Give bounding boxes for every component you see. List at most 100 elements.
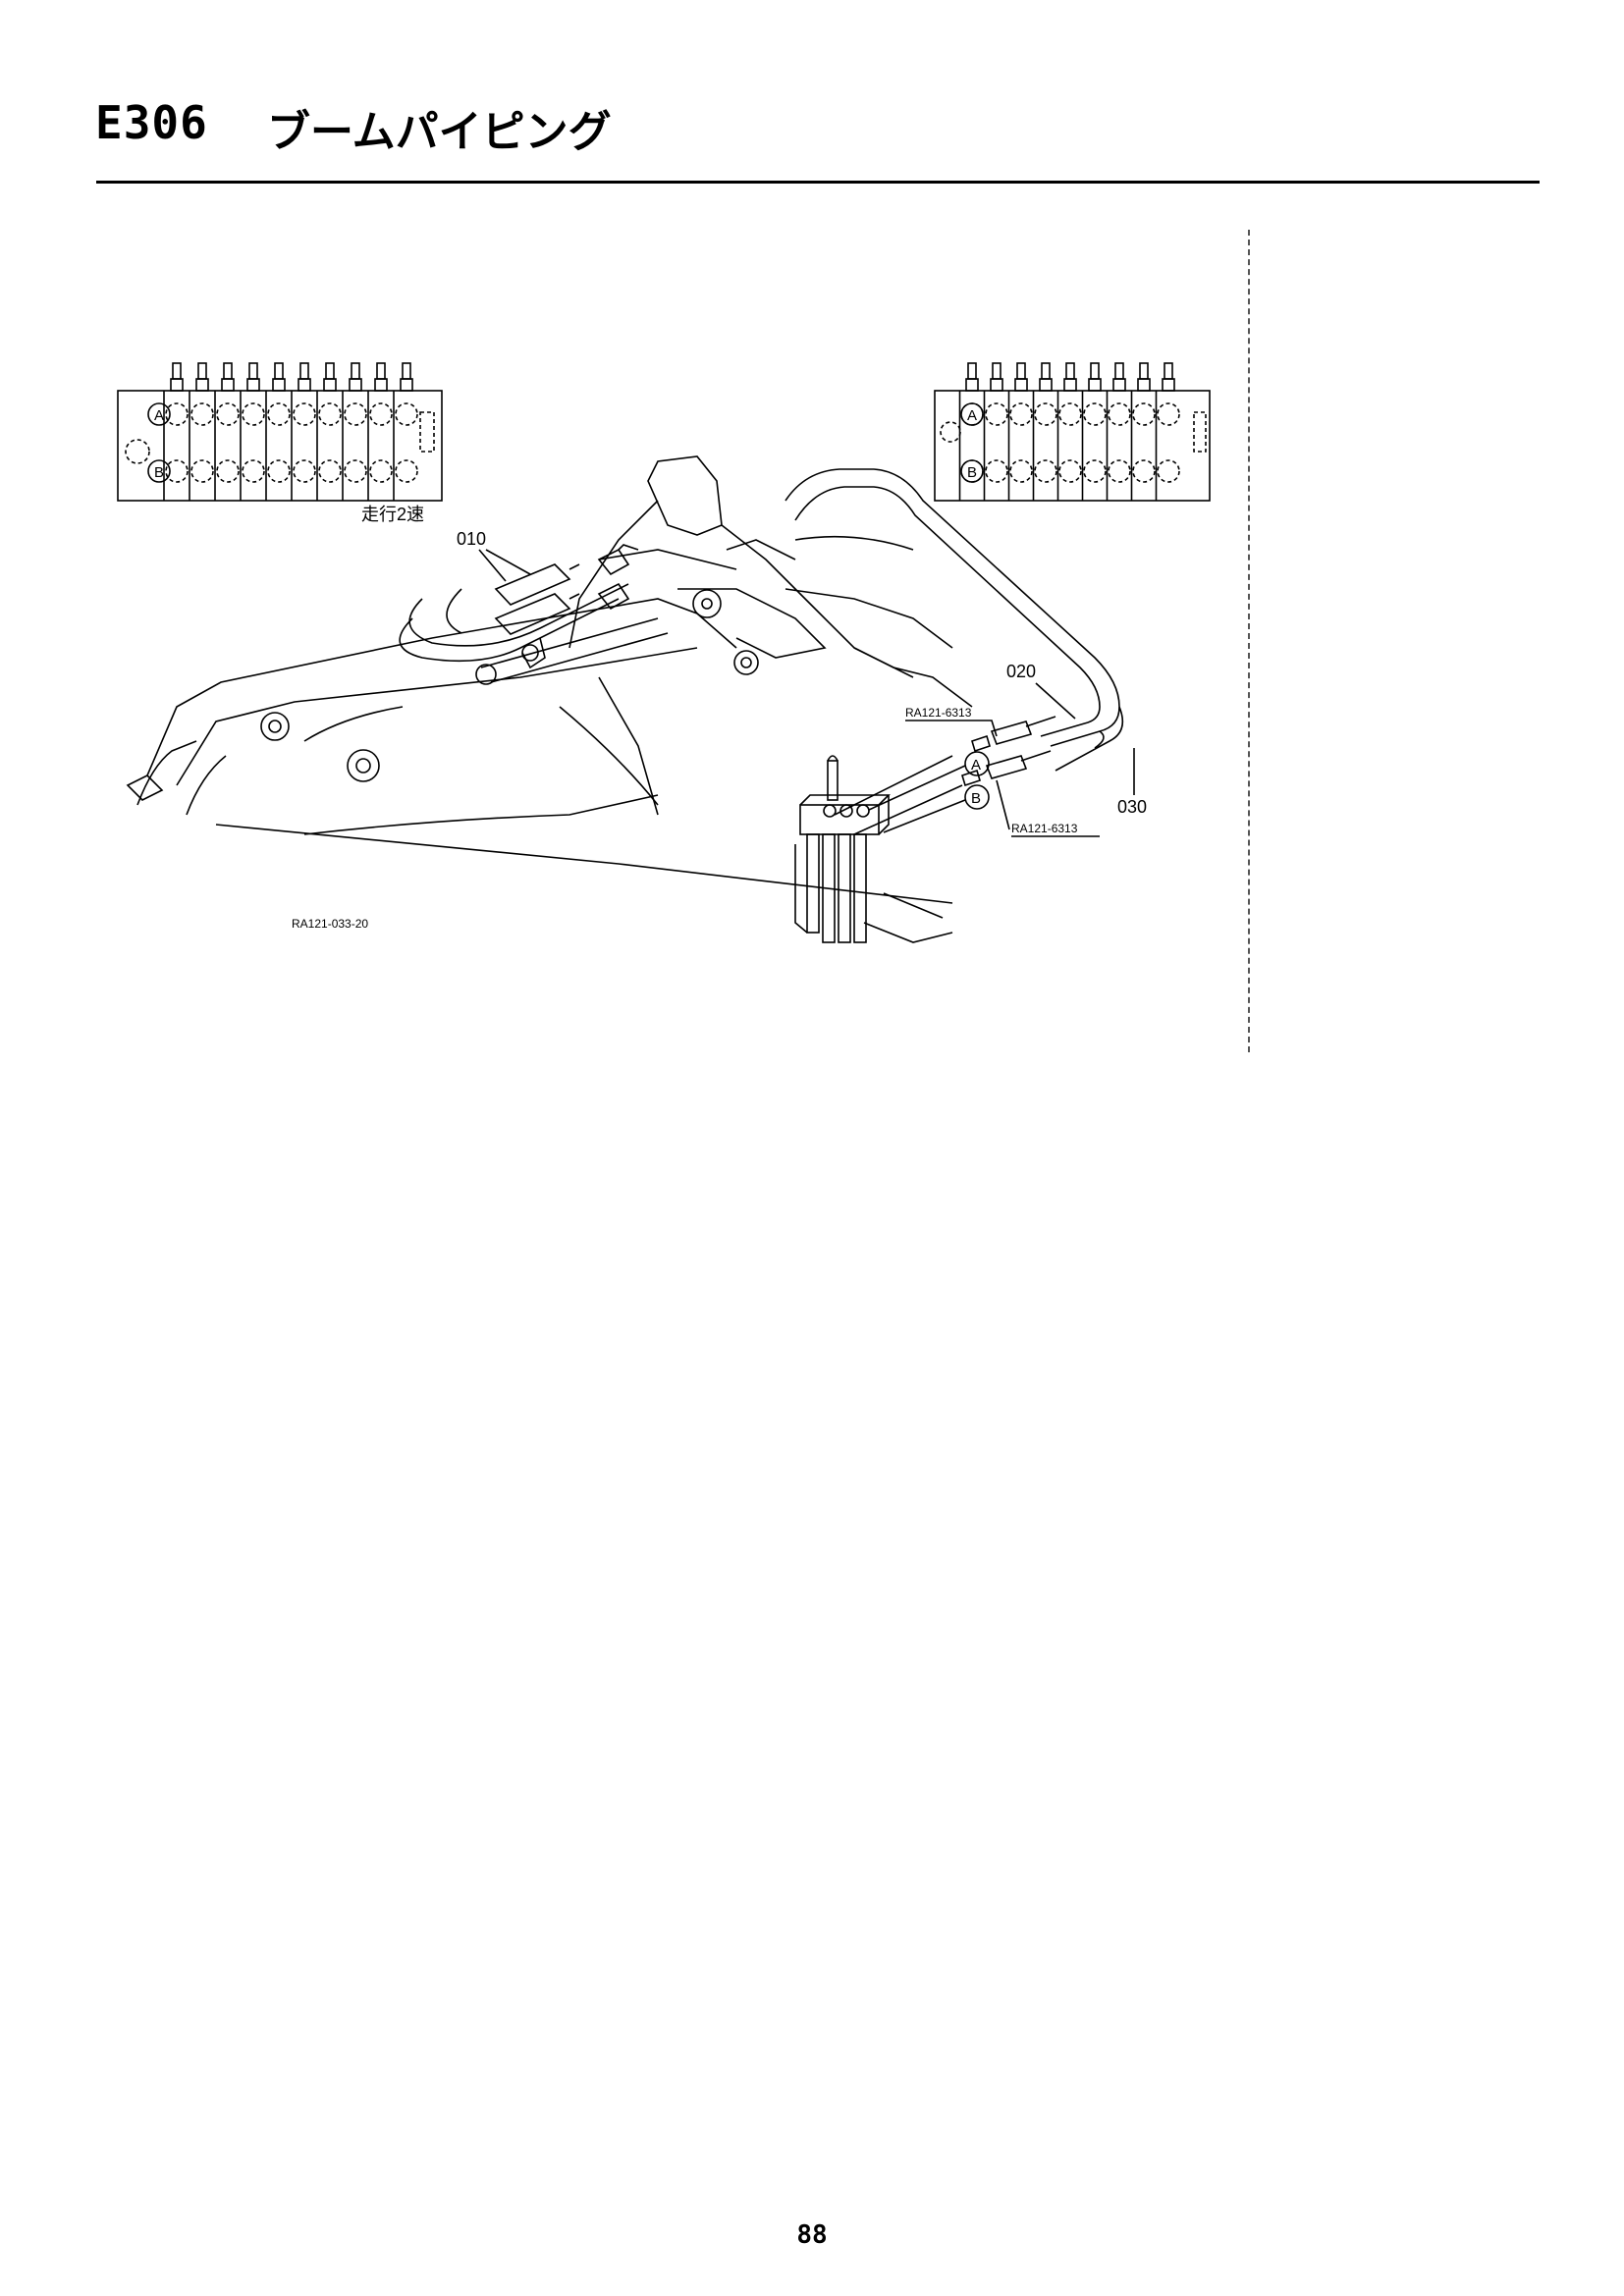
- valve-spool-knob: [1016, 362, 1026, 380]
- valve-port-circle: [165, 402, 189, 426]
- valve-spool-knob: [248, 362, 258, 380]
- valve-port-circle: [1034, 459, 1057, 483]
- callout-ref-bottom: RA121-6313: [1011, 822, 1078, 835]
- valve-port-circle: [293, 459, 316, 483]
- callout-port-a: A: [971, 757, 981, 774]
- valve-port-circle: [1083, 459, 1107, 483]
- valve-port-circle: [985, 402, 1008, 426]
- section-title: ブームパイピング: [267, 107, 612, 157]
- valve-port-circle: [1132, 402, 1156, 426]
- valve-port-circle: [369, 459, 393, 483]
- valve-port-circle: [318, 402, 342, 426]
- valve-port-circle: [1009, 459, 1033, 483]
- valve-spool-cap: [990, 378, 1003, 392]
- valve-port-circle: [190, 459, 214, 483]
- valve-spool-knob: [992, 362, 1001, 380]
- valve-spool-cap: [221, 378, 235, 392]
- callout-part-010: 010: [457, 529, 486, 549]
- valve-spool-cap: [1137, 378, 1151, 392]
- valve-spool-cap: [1088, 378, 1102, 392]
- valve-port-circle: [165, 459, 189, 483]
- section-code: E306: [95, 96, 208, 149]
- valve-port-circle: [293, 402, 316, 426]
- valve-port-circle: [216, 459, 240, 483]
- valve-spool-cap: [298, 378, 311, 392]
- boom-assembly-drawing: [126, 455, 973, 904]
- valve-port-circle: [985, 459, 1008, 483]
- callout-port-a-marker: [964, 751, 990, 776]
- valve-spool-cap: [323, 378, 337, 392]
- valve-port-circle: [1157, 402, 1180, 426]
- valve-port-circle: [216, 402, 240, 426]
- valve-spool-knob: [1090, 362, 1100, 380]
- pipe-route: [785, 468, 1124, 772]
- valve-spool-knob: [402, 362, 411, 380]
- valve-spool-knob: [1041, 362, 1051, 380]
- callout-part-030: 030: [1117, 797, 1147, 817]
- valve-spool-knob: [1065, 362, 1075, 380]
- callout-ref-top: RA121-6313: [905, 706, 972, 720]
- valve-spool-cap: [1014, 378, 1028, 392]
- valve-spool-knob: [1114, 362, 1124, 380]
- travel-2-speed-caption: 走行2速: [361, 505, 424, 524]
- valve-port-a-label: A: [154, 407, 164, 424]
- valve-port-circle: [395, 459, 418, 483]
- callouts: 010 020 030 RA121-6313 RA121-6313 A B: [457, 529, 1147, 837]
- valve-spool-cap: [1063, 378, 1077, 392]
- valve-spool-knob: [351, 362, 360, 380]
- valve-spool-cap: [965, 378, 979, 392]
- valve-spool-cap: [272, 378, 286, 392]
- valve-port-circle: [395, 402, 418, 426]
- right-valve-port-b-label: B: [967, 464, 977, 481]
- column-divider: [1248, 230, 1250, 1052]
- valve-spool-cap: [195, 378, 209, 392]
- valve-spool-knob: [325, 362, 335, 380]
- valve-spool-knob: [376, 362, 386, 380]
- valve-port-circle: [1058, 402, 1082, 426]
- valve-port-circle: [369, 402, 393, 426]
- valve-port-circle: [1157, 459, 1180, 483]
- boom-piping-diagram: A B 走行2速 A B: [117, 362, 1211, 943]
- valve-spool-knob: [223, 362, 233, 380]
- valve-port-a-marker: [147, 402, 171, 426]
- valve-port-circle: [344, 402, 367, 426]
- valve-port-circle: [1009, 402, 1033, 426]
- valve-spool-knob: [967, 362, 977, 380]
- right-valve-port-b-marker: [960, 459, 984, 483]
- valve-spool-knob: [1164, 362, 1173, 380]
- hose-fittings: [961, 716, 1056, 787]
- valve-port-circle: [1108, 402, 1131, 426]
- valve-spool-cap: [374, 378, 388, 392]
- valve-spool-cap: [400, 378, 413, 392]
- valve-port-circle: [1108, 459, 1131, 483]
- valve-port-circle: [1132, 459, 1156, 483]
- valve-port-circle: [267, 402, 291, 426]
- valve-spool-cap: [170, 378, 184, 392]
- left-control-valve-schematic: A B: [117, 362, 443, 502]
- valve-port-circle: [1083, 402, 1107, 426]
- valve-port-circle: [267, 459, 291, 483]
- valve-port-circle: [344, 459, 367, 483]
- callout-port-b: B: [971, 790, 981, 807]
- header-divider: [96, 181, 1540, 184]
- valve-spool-knob: [299, 362, 309, 380]
- valve-spool-knob: [197, 362, 207, 380]
- control-valve-stack: [794, 755, 963, 943]
- valve-port-circle: [1058, 459, 1082, 483]
- valve-port-b-label: B: [154, 464, 164, 481]
- valve-spool-cap: [246, 378, 260, 392]
- callout-part-020: 020: [1006, 662, 1036, 681]
- right-valve-port-a-label: A: [967, 407, 977, 424]
- valve-port-circle: [1034, 402, 1057, 426]
- valve-port-circle: [242, 402, 265, 426]
- right-control-valve-schematic: A B: [934, 362, 1211, 502]
- valve-spool-cap: [1039, 378, 1053, 392]
- callout-port-b-marker: [964, 784, 990, 810]
- valve-port-circle: [190, 402, 214, 426]
- valve-port-circle: [318, 459, 342, 483]
- valve-spool-knob: [1139, 362, 1149, 380]
- valve-spool-knob: [274, 362, 284, 380]
- page-number: 88: [796, 2220, 828, 2250]
- valve-spool-cap: [1112, 378, 1126, 392]
- figure-id: RA121-033-20: [292, 917, 368, 931]
